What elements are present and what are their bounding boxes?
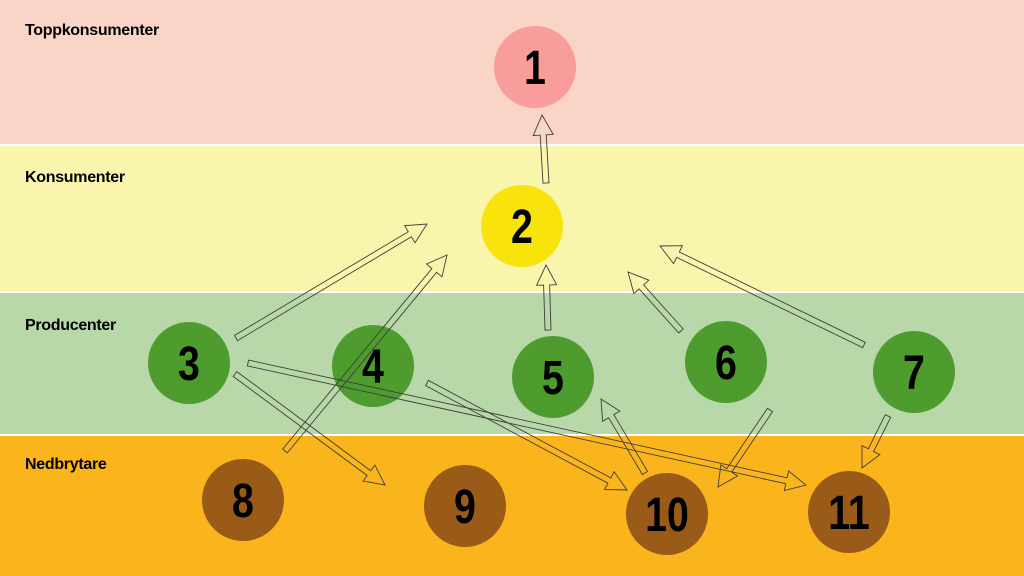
node-label: 10 bbox=[645, 488, 689, 542]
node-circle bbox=[512, 336, 594, 418]
node-label: 7 bbox=[903, 346, 925, 400]
node-label: 5 bbox=[542, 351, 564, 405]
node-6: 6 bbox=[685, 321, 767, 403]
node-circle bbox=[494, 26, 576, 108]
node-11: 11 bbox=[808, 471, 890, 553]
node-circle bbox=[481, 185, 563, 267]
arrow-7-to-11 bbox=[861, 414, 892, 469]
arrow-4-to-10 bbox=[424, 379, 628, 491]
band-label: Producenter bbox=[25, 317, 116, 334]
node-1: 1 bbox=[494, 26, 576, 108]
arrow-3-to-9 bbox=[232, 370, 386, 486]
arrow-8-to-2 bbox=[282, 254, 448, 454]
arrow-6-to-2 bbox=[627, 271, 684, 334]
node-3: 3 bbox=[148, 322, 230, 404]
node-2: 2 bbox=[481, 185, 563, 267]
band-label: Konsumenter bbox=[25, 169, 125, 186]
node-8: 8 bbox=[202, 459, 284, 541]
node-circle bbox=[808, 471, 890, 553]
node-circle bbox=[202, 459, 284, 541]
arrow-3-to-11 bbox=[246, 359, 807, 492]
band-label: Nedbrytare bbox=[25, 456, 107, 473]
node-circle bbox=[148, 322, 230, 404]
node-4: 4 bbox=[332, 325, 414, 407]
node-circle bbox=[424, 465, 506, 547]
node-circle bbox=[626, 473, 708, 555]
node-label: 4 bbox=[362, 340, 384, 394]
node-5: 5 bbox=[512, 336, 594, 418]
node-label: 11 bbox=[828, 486, 870, 540]
node-7: 7 bbox=[873, 331, 955, 413]
arrow-5-to-2 bbox=[535, 263, 558, 331]
node-9: 9 bbox=[424, 465, 506, 547]
node-circle bbox=[873, 331, 955, 413]
arrow-3-to-2 bbox=[233, 223, 428, 342]
arrow-10-to-5 bbox=[600, 398, 649, 476]
node-circle bbox=[685, 321, 767, 403]
node-label: 2 bbox=[511, 200, 533, 254]
node-10: 10 bbox=[626, 473, 708, 555]
node-label: 9 bbox=[454, 480, 476, 534]
node-label: 1 bbox=[524, 41, 546, 95]
node-label: 8 bbox=[232, 474, 254, 528]
node-circle bbox=[332, 325, 414, 407]
arrow-7-to-2 bbox=[659, 245, 866, 349]
band-label: Toppkonsumenter bbox=[25, 22, 159, 39]
arrow-2-to-1 bbox=[532, 113, 554, 184]
node-label: 3 bbox=[178, 337, 200, 391]
node-label: 6 bbox=[715, 336, 737, 390]
arrow-6-to-10 bbox=[717, 407, 774, 488]
